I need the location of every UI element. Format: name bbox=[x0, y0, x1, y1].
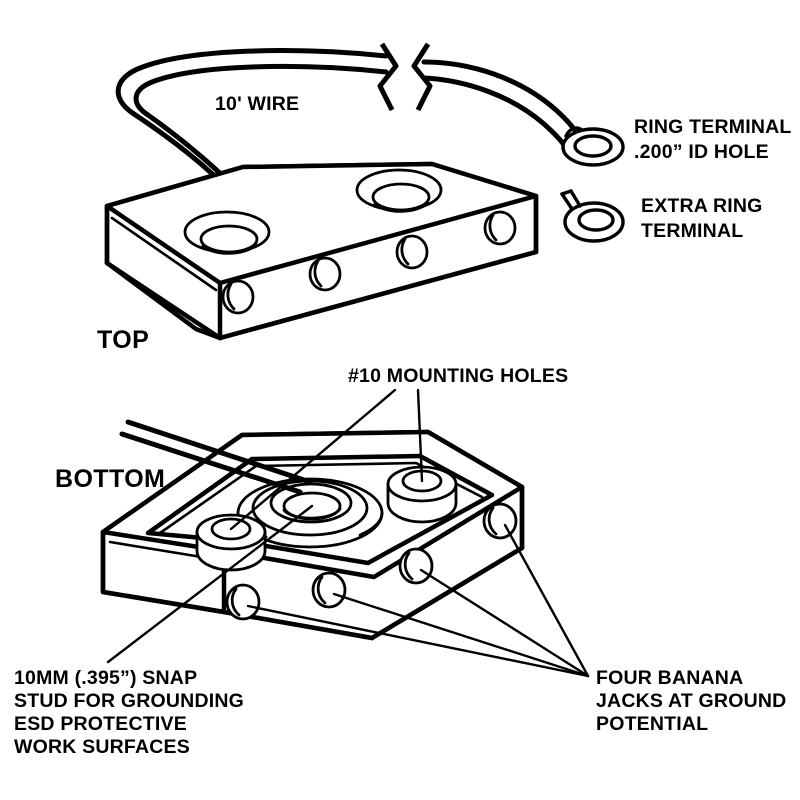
top-block-bottom-front-edge bbox=[217, 249, 539, 341]
label-snap-stud-line3: ESD PROTECTIVE bbox=[14, 713, 187, 735]
top-banana-jack-2 bbox=[308, 256, 342, 292]
bottom-block-left-bottom-edge bbox=[100, 589, 227, 615]
wire-assembly bbox=[115, 42, 625, 207]
label-view-top: TOP bbox=[97, 326, 149, 354]
top-block-left-crease bbox=[110, 216, 218, 292]
leader-mounting-hole-right bbox=[416, 388, 424, 483]
label-mounting-holes: #10 MOUNTING HOLES bbox=[348, 365, 568, 387]
bottom-banana-jack-1 bbox=[225, 583, 261, 621]
label-extra-ring-line1: EXTRA RING bbox=[641, 195, 763, 217]
bottom-view-block bbox=[100, 419, 525, 641]
leader-banana-jack-2 bbox=[332, 592, 590, 678]
label-banana-jacks-line3: POTENTIAL bbox=[596, 713, 708, 735]
bottom-wire-strand-lower bbox=[119, 431, 303, 495]
bottom-wire-strand-upper bbox=[125, 419, 313, 485]
wire-right-strand-upper bbox=[421, 59, 579, 135]
label-ring-terminal-line2: .200” ID HOLE bbox=[634, 141, 769, 163]
bottom-banana-jack-2 bbox=[311, 571, 347, 609]
mounting-boss-left bbox=[195, 513, 267, 572]
wire-break-symbol bbox=[377, 42, 433, 112]
label-wire-length: 10' WIRE bbox=[215, 93, 299, 115]
label-banana-jacks-line1: FOUR BANANA bbox=[596, 667, 743, 689]
wire-right-strand-lower bbox=[421, 75, 567, 148]
top-view-block bbox=[104, 161, 539, 341]
label-view-bottom: BOTTOM bbox=[55, 465, 165, 493]
label-extra-ring-line2: TERMINAL bbox=[641, 220, 743, 242]
extra-ring-terminal bbox=[560, 189, 625, 243]
leader-banana-jack-1 bbox=[246, 604, 590, 678]
bottom-banana-jack-3 bbox=[398, 547, 434, 585]
ring-terminal bbox=[561, 126, 625, 167]
leader-mounting-hole-left bbox=[229, 388, 397, 531]
label-snap-stud-line2: STUD FOR GROUNDING bbox=[14, 690, 244, 712]
label-snap-stud-line1: 10MM (.395”) SNAP bbox=[14, 667, 197, 689]
bottom-block-right-bottom-edge bbox=[369, 545, 525, 641]
top-banana-jack-1 bbox=[221, 279, 255, 315]
label-banana-jacks-line2: JACKS AT GROUND bbox=[596, 690, 786, 712]
wire-lower-strand bbox=[133, 63, 389, 207]
top-banana-jack-3 bbox=[395, 234, 429, 270]
leader-lines bbox=[106, 388, 590, 678]
wire-upper-strand bbox=[115, 48, 389, 203]
top-banana-jack-4 bbox=[483, 210, 517, 246]
top-block-bottom-left-edge bbox=[104, 260, 223, 341]
leader-banana-jack-4 bbox=[503, 523, 590, 678]
top-counterbore-hole-left bbox=[183, 210, 271, 255]
leader-snap-stud bbox=[106, 504, 314, 664]
bottom-banana-jack-4 bbox=[482, 502, 518, 540]
label-snap-stud-line4: WORK SURFACES bbox=[14, 736, 190, 758]
leader-banana-jack-3 bbox=[419, 568, 590, 678]
top-counterbore-hole-right bbox=[355, 168, 443, 213]
label-ring-terminal-line1: RING TERMINAL bbox=[634, 116, 792, 138]
